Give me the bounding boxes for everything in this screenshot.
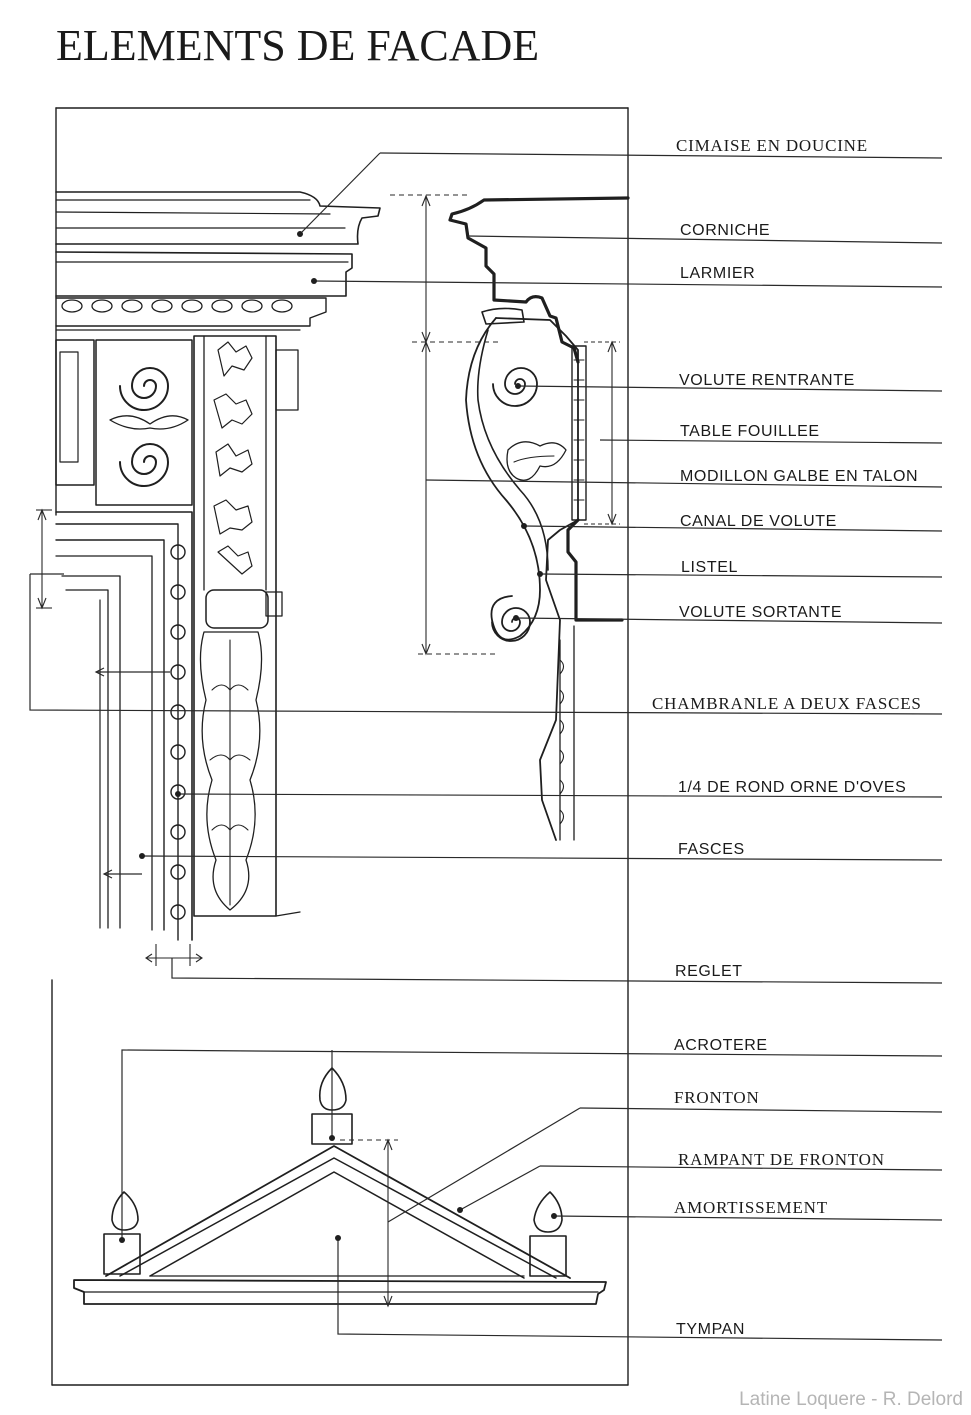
- label-volute-sortante: VOLUTE SORTANTE: [679, 604, 842, 621]
- label-group: CIMAISE EN DOUCINE CORNICHE LARMIER VOLU…: [652, 136, 922, 1338]
- label-listel: LISTEL: [681, 559, 738, 576]
- label-chambranle: CHAMBRANLE A DEUX FASCES: [652, 694, 922, 713]
- label-fronton: FRONTON: [674, 1088, 760, 1107]
- egg-row: [61, 299, 293, 313]
- oves-column: [170, 544, 186, 920]
- label-cimaise: CIMAISE EN DOUCINE: [676, 136, 868, 155]
- label-fasces: FASCES: [678, 841, 745, 858]
- drawing-frame: [51, 107, 629, 1386]
- leader-lines: [29, 152, 943, 1341]
- label-canal-de-volute: CANAL DE VOLUTE: [680, 513, 837, 530]
- label-modillon: MODILLON GALBE EN TALON: [680, 468, 918, 485]
- label-amortissement: AMORTISSEMENT: [674, 1198, 828, 1217]
- diagram-title: ELEMENTS DE FACADE: [56, 21, 540, 70]
- label-volute-rentrante: VOLUTE RENTRANTE: [679, 372, 855, 389]
- label-rampant: RAMPANT DE FRONTON: [678, 1150, 885, 1169]
- modillon-profile: [390, 194, 630, 841]
- label-acrotere: ACROTERE: [674, 1037, 768, 1054]
- label-tympan: TYMPAN: [676, 1321, 745, 1338]
- label-corniche: CORNICHE: [680, 222, 770, 239]
- entablature-drawing: [36, 191, 381, 966]
- label-table-fouillee: TABLE FOUILLEE: [680, 423, 820, 440]
- label-quart-de-rond: 1/4 DE ROND ORNE D'OVES: [678, 779, 906, 796]
- label-reglet: REGLET: [675, 963, 743, 980]
- pediment-drawing: [73, 1067, 607, 1308]
- label-larmier: LARMIER: [680, 265, 755, 282]
- credit-watermark: Latine Loquere - R. Delord: [739, 1389, 963, 1410]
